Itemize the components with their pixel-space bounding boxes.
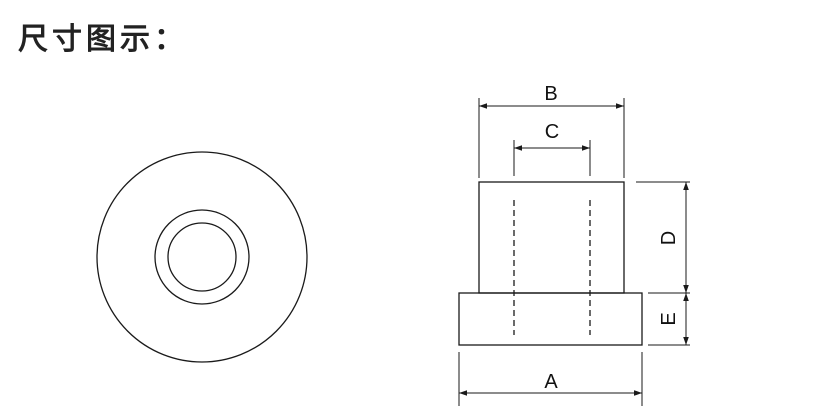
outer-flange-circle bbox=[96, 151, 308, 363]
label-e: E bbox=[658, 312, 680, 325]
label-b: B bbox=[544, 83, 557, 105]
side-view bbox=[458, 181, 643, 346]
label-c: C bbox=[545, 121, 559, 143]
bore-circle bbox=[167, 222, 237, 292]
body-circle bbox=[154, 209, 250, 305]
top-view bbox=[96, 151, 308, 363]
label-d: D bbox=[658, 231, 680, 245]
body-rect bbox=[478, 181, 625, 294]
flange-rect bbox=[458, 292, 643, 346]
label-a: A bbox=[544, 371, 558, 393]
page-title: 尺寸图示： bbox=[18, 22, 188, 57]
